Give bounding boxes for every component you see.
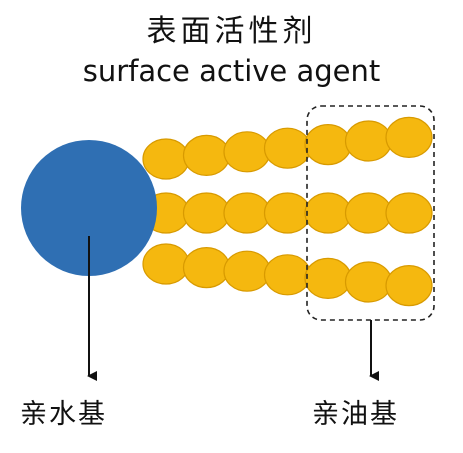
title-chinese: 表面活性剂 (146, 14, 317, 49)
tail-bead (304, 192, 352, 234)
tail-bead (223, 131, 271, 173)
tail-bead (263, 127, 312, 169)
tail-bead (223, 192, 271, 234)
tail-bead (344, 261, 393, 303)
tail-bead (142, 243, 190, 285)
tail-bead (304, 124, 352, 166)
tail-bead (385, 192, 433, 234)
lipophilic-group-label: 亲油基 (312, 399, 399, 430)
title-english: surface active agent (82, 54, 381, 88)
tail-bead (182, 192, 231, 234)
tail-bead (385, 265, 433, 307)
hydrophobic-tails (142, 116, 433, 307)
tail-bead (304, 257, 352, 299)
tail-bead (223, 250, 271, 292)
tail-bead (142, 138, 190, 180)
tail-bead (344, 120, 393, 162)
tail-bead (385, 116, 433, 158)
tail-bead (263, 254, 312, 296)
tail-bead (344, 192, 393, 234)
hydrophilic-head (21, 140, 157, 276)
tail-bead (263, 192, 312, 234)
tail-bead (182, 247, 231, 289)
tail-bead (182, 134, 231, 176)
hydrophilic-group-label: 亲水基 (20, 399, 107, 430)
